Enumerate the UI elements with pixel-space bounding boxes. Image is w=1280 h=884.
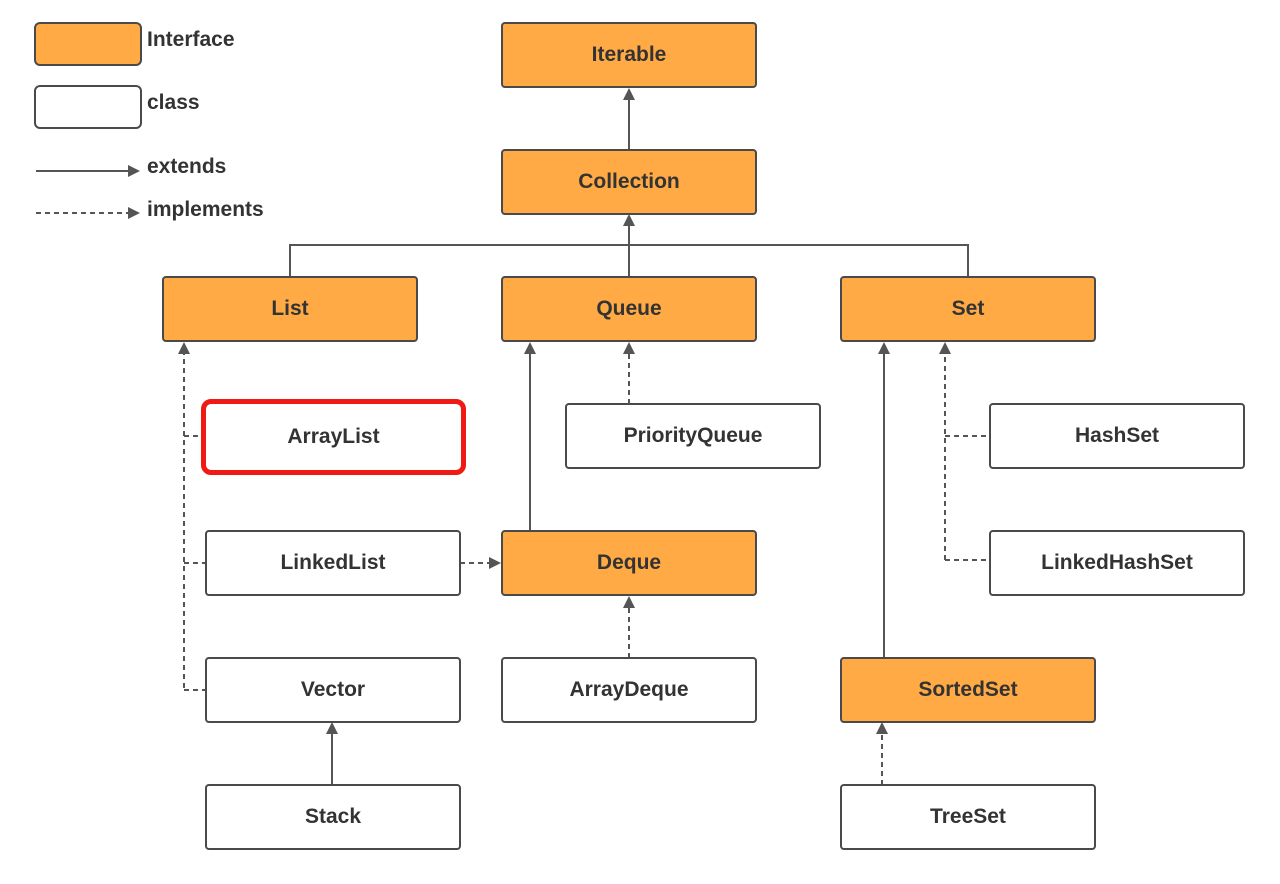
legend-interface-swatch (34, 22, 142, 66)
node-collection: Collection (501, 149, 757, 215)
node-linkedlist: LinkedList (205, 530, 461, 596)
legend-class-label: class (147, 91, 200, 114)
node-iterable: Iterable (501, 22, 757, 88)
legend-extends-label: extends (147, 155, 227, 178)
node-deque: Deque (501, 530, 757, 596)
legend-class-swatch (34, 85, 142, 129)
legend-interface-label: Interface (147, 28, 235, 51)
node-priorityqueue: PriorityQueue (565, 403, 821, 469)
legend-implements-label: implements (147, 198, 264, 221)
node-sortedset: SortedSet (840, 657, 1096, 723)
node-linkedhashset: LinkedHashSet (989, 530, 1245, 596)
node-list: List (162, 276, 418, 342)
node-arraydeque: ArrayDeque (501, 657, 757, 723)
node-treeset: TreeSet (840, 784, 1096, 850)
node-vector: Vector (205, 657, 461, 723)
node-stack: Stack (205, 784, 461, 850)
node-hashset: HashSet (989, 403, 1245, 469)
node-set: Set (840, 276, 1096, 342)
node-queue: Queue (501, 276, 757, 342)
node-arraylist: ArrayList (201, 399, 466, 475)
